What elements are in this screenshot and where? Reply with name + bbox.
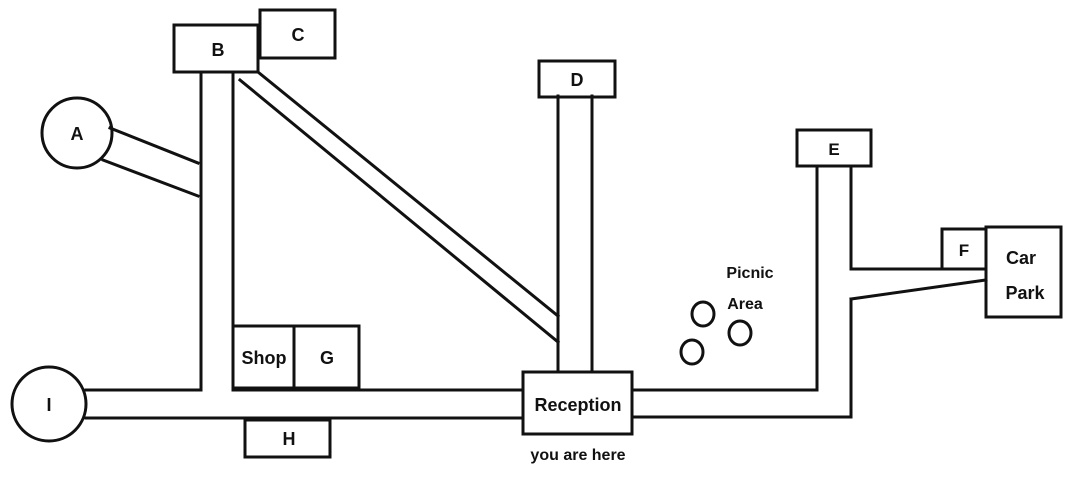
main-road-west xyxy=(84,388,525,420)
location-f-label: F xyxy=(959,241,969,260)
car-park-label-line1: Car xyxy=(1006,248,1036,268)
location-e-label: E xyxy=(828,140,839,159)
car-park-box xyxy=(984,225,1063,319)
you-are-here-label: you are here xyxy=(530,447,625,464)
picnic-area-label-line2: Area xyxy=(727,296,763,313)
car-park-label-line2: Park xyxy=(1005,283,1045,303)
location-h-box xyxy=(243,418,332,459)
location-a-label: A xyxy=(71,124,84,144)
shop-label: Shop xyxy=(242,348,287,368)
location-h-label: H xyxy=(283,429,296,449)
path-a-b xyxy=(101,126,200,198)
picnic-area-label-line1: Picnic xyxy=(726,265,773,282)
picnic-table-marker xyxy=(679,338,705,366)
location-g-label: G xyxy=(320,348,334,368)
picnic-table-marker xyxy=(690,300,716,328)
location-c-label: C xyxy=(292,25,305,45)
location-i-label: I xyxy=(46,395,51,415)
location-d-label: D xyxy=(571,70,584,90)
path-d-reception xyxy=(556,94,594,374)
location-a-circle xyxy=(40,96,114,170)
reception-label: Reception xyxy=(534,395,621,415)
location-b-box xyxy=(172,23,260,74)
location-g-box xyxy=(292,324,361,390)
path-car-park xyxy=(849,267,988,301)
path-b-reception-diagonal xyxy=(237,69,561,345)
reception-box xyxy=(521,370,634,436)
location-b-label: B xyxy=(212,40,225,60)
location-d-box xyxy=(537,59,617,99)
main-road-east xyxy=(630,164,853,419)
location-c-box xyxy=(258,8,337,60)
picnic-table-marker xyxy=(727,319,753,347)
path-b-main xyxy=(199,70,235,392)
location-e-box xyxy=(795,128,873,168)
location-i-circle xyxy=(10,365,88,443)
